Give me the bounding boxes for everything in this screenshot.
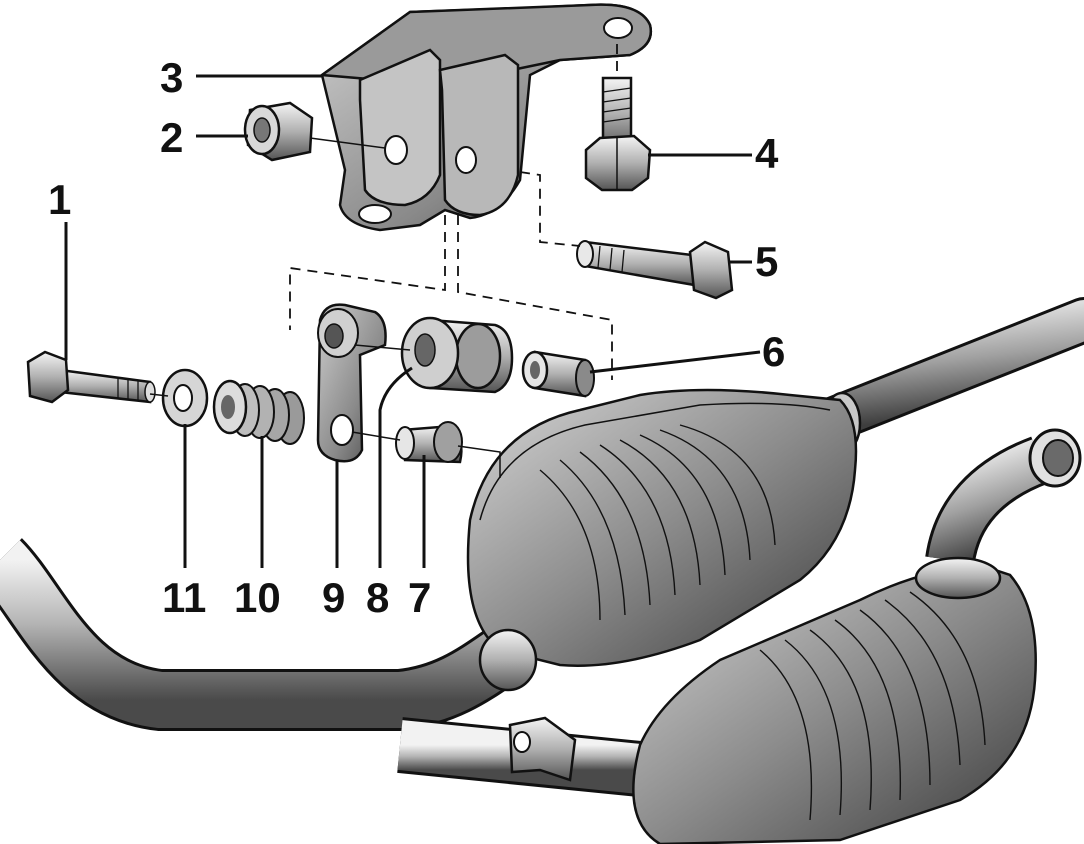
callout-labels: 1 2 3 4 5 6 7 8 9 10 11 bbox=[48, 54, 785, 621]
part-9-link-plate bbox=[316, 303, 387, 463]
assembly-lines bbox=[149, 44, 618, 478]
callout-1: 1 bbox=[48, 176, 71, 223]
callout-8: 8 bbox=[366, 574, 389, 621]
callout-6: 6 bbox=[762, 328, 785, 375]
part-1-long-bolt bbox=[26, 350, 156, 404]
callout-2: 2 bbox=[160, 114, 183, 161]
part-3-mounting-bracket bbox=[318, 3, 653, 232]
part-5-bolt bbox=[576, 240, 734, 300]
callout-10: 10 bbox=[234, 574, 281, 621]
exhaust-system bbox=[0, 297, 1084, 844]
part-10-spring bbox=[212, 379, 305, 445]
main-pipe bbox=[0, 538, 528, 731]
part-6-sleeve bbox=[521, 350, 595, 398]
callout-7: 7 bbox=[408, 574, 431, 621]
part-11-washer bbox=[161, 368, 209, 428]
part-8-rubber-bushing bbox=[400, 316, 514, 394]
callout-5: 5 bbox=[755, 238, 778, 285]
callout-11: 11 bbox=[162, 574, 206, 621]
part-2-nut bbox=[243, 101, 314, 162]
part-7-stepped-sleeve bbox=[395, 421, 463, 464]
muffler-upper bbox=[466, 388, 858, 692]
callout-3: 3 bbox=[160, 54, 183, 101]
callout-9: 9 bbox=[322, 574, 345, 621]
part-4-bolt bbox=[584, 76, 652, 192]
elbow-pipe bbox=[925, 428, 1082, 565]
muffler-lower bbox=[632, 556, 1037, 844]
callout-leaders bbox=[64, 74, 761, 568]
callout-4: 4 bbox=[755, 130, 779, 177]
pipe-clamp bbox=[508, 716, 577, 782]
